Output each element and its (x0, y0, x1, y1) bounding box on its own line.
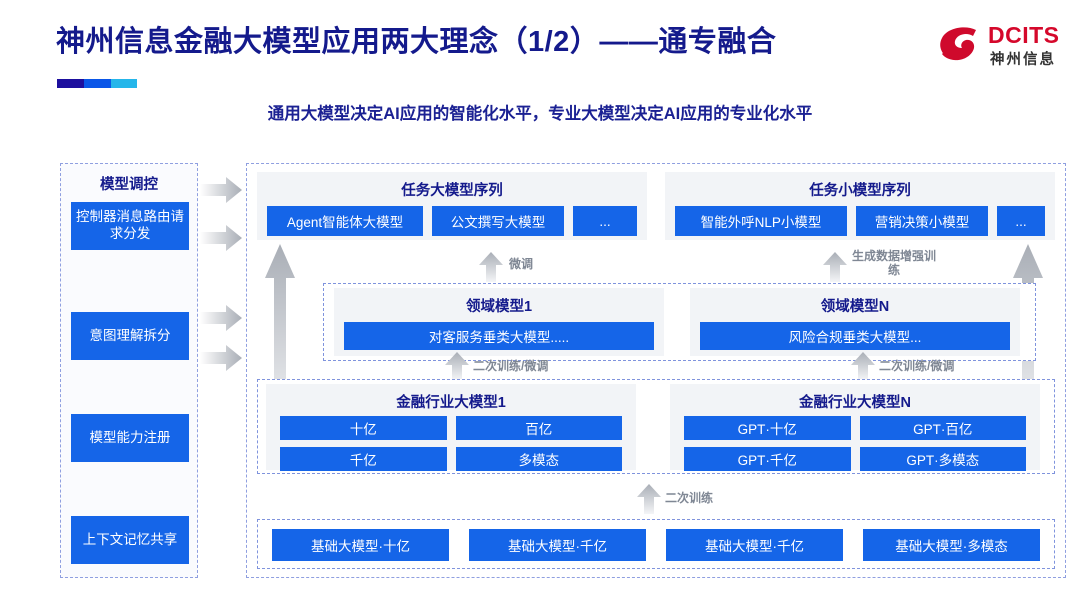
task-small-model-group: 任务小模型序列 智能外呼NLP小模型 营销决策小模型 ... (665, 172, 1055, 240)
flow-arrow-up-retrain-left (445, 352, 469, 380)
flow-arrow-right-4 (200, 345, 242, 371)
chip-task-small-more[interactable]: ... (997, 206, 1045, 236)
chip-industry1-hundred-billion[interactable]: 千亿 (280, 447, 447, 471)
chip-base-hundred-billion-2[interactable]: 基础大模型·千亿 (666, 529, 843, 561)
sidebar-item-capability-registry[interactable]: 模型能力注册 (71, 414, 189, 462)
page-title: 神州信息金融大模型应用两大理念（1/2）——通专融合 (56, 26, 777, 58)
industry-model-n-title: 金融行业大模型N (799, 395, 911, 411)
task-small-model-title: 任务小模型序列 (809, 183, 911, 199)
domain-model-band: 领域模型1 对客服务垂类大模型..... 领域模型N 风险合规垂类大模型... (323, 283, 1036, 361)
chip-outbound-nlp-small-model[interactable]: 智能外呼NLP小模型 (675, 206, 847, 236)
domain-model-1-card: 领域模型1 对客服务垂类大模型..... (334, 288, 664, 356)
architecture-diagram-panel: 任务大模型序列 Agent智能体大模型 公文撰写大模型 ... 任务小模型序列 … (246, 163, 1066, 578)
chip-risk-compliance-vertical-model[interactable]: 风险合规垂类大模型... (700, 322, 1010, 350)
industry-model-1-title: 金融行业大模型1 (396, 395, 506, 411)
accent-segment-2 (84, 79, 111, 88)
sidebar-item-intent-parsing[interactable]: 意图理解拆分 (71, 312, 189, 360)
domain-model-n-title: 领域模型N (820, 299, 890, 315)
chip-industryn-gpt-hundred-billion[interactable]: GPT·千亿 (684, 447, 851, 471)
industry-model-1-chip-grid: 十亿 百亿 千亿 多模态 (266, 412, 636, 479)
domain-model-n-card: 领域模型N 风险合规垂类大模型... (690, 288, 1020, 356)
sidebar-title: 模型调控 (100, 177, 158, 193)
chip-base-billion[interactable]: 基础大模型·十亿 (272, 529, 449, 561)
accent-segment-1 (57, 79, 85, 88)
base-model-band: 基础大模型·十亿 基础大模型·千亿 基础大模型·千亿 基础大模型·多模态 (257, 519, 1055, 569)
logo-chinese-name: 神州信息 (990, 52, 1056, 68)
domain-model-1-title: 领域模型1 (465, 299, 533, 315)
chip-industry1-ten-billion[interactable]: 百亿 (455, 416, 622, 440)
industry-model-band: 金融行业大模型1 十亿 百亿 千亿 多模态 金融行业大模型N GPT·十亿 GP… (257, 379, 1055, 474)
arrow-label-fine-tune: 微调 (509, 257, 534, 271)
chip-document-writing-model[interactable]: 公文撰写大模型 (432, 206, 564, 236)
chip-industryn-gpt-billion[interactable]: GPT·十亿 (684, 416, 851, 440)
chip-industryn-gpt-multimodal[interactable]: GPT·多模态 (859, 447, 1026, 471)
flow-arrow-up-left-long (265, 244, 295, 432)
flow-arrow-right-2 (200, 225, 242, 251)
flow-arrow-right-1 (200, 177, 242, 203)
chip-industry1-multimodal[interactable]: 多模态 (455, 447, 622, 471)
model-control-sidebar: 模型调控 控制器消息路由请求分发 意图理解拆分 模型能力注册 上下文记忆共享 (60, 163, 198, 578)
chip-industry1-billion[interactable]: 十亿 (280, 416, 447, 440)
arrow-label-retrain: 二次训练 (665, 491, 714, 505)
industry-model-n-chip-grid: GPT·十亿 GPT·百亿 GPT·千亿 GPT·多模态 (670, 412, 1040, 479)
logo-wordmark: DCITS (988, 22, 1060, 48)
accent-segment-3 (110, 79, 137, 88)
industry-model-n-card: 金融行业大模型N GPT·十亿 GPT·百亿 GPT·千亿 GPT·多模态 (670, 384, 1040, 471)
page-subtitle: 通用大模型决定AI应用的智能化水平，专业大模型决定AI应用的专业化水平 (267, 105, 813, 123)
arrow-label-data-augment: 生成数据增强训练 (851, 249, 936, 277)
chip-task-large-more[interactable]: ... (573, 206, 637, 236)
chip-base-hundred-billion-1[interactable]: 基础大模型·千亿 (469, 529, 646, 561)
dcits-swirl-icon (940, 27, 976, 61)
chip-agent-large-model[interactable]: Agent智能体大模型 (267, 206, 423, 236)
chip-base-multimodal[interactable]: 基础大模型·多模态 (863, 529, 1040, 561)
title-accent-bar (57, 79, 137, 88)
flow-arrow-up-fine-tune (479, 252, 503, 282)
chip-marketing-decision-small-model[interactable]: 营销决策小模型 (856, 206, 988, 236)
chip-customer-service-vertical-model[interactable]: 对客服务垂类大模型..... (344, 322, 654, 350)
chip-industryn-gpt-ten-billion[interactable]: GPT·百亿 (859, 416, 1026, 440)
dcits-logo: DCITS 神州信息 (936, 20, 1064, 74)
flow-arrow-up-retrain-right (851, 352, 875, 380)
sidebar-item-controller-routing[interactable]: 控制器消息路由请求分发 (71, 202, 189, 250)
arrow-label-retrain-finetune-right: 二次训练/微调 (879, 359, 955, 373)
flow-arrow-up-data-augment (823, 252, 847, 282)
base-model-chip-row: 基础大模型·十亿 基础大模型·千亿 基础大模型·千亿 基础大模型·多模态 (258, 520, 1054, 570)
task-small-model-chip-row: 智能外呼NLP小模型 营销决策小模型 ... (665, 200, 1055, 246)
task-large-model-title: 任务大模型序列 (401, 183, 503, 199)
sidebar-item-context-memory[interactable]: 上下文记忆共享 (71, 516, 189, 564)
domain-model-1-chip-row: 对客服务垂类大模型..... (334, 316, 664, 350)
task-large-model-group: 任务大模型序列 Agent智能体大模型 公文撰写大模型 ... (257, 172, 647, 240)
task-large-model-chip-row: Agent智能体大模型 公文撰写大模型 ... (257, 200, 647, 246)
industry-model-1-card: 金融行业大模型1 十亿 百亿 千亿 多模态 (266, 384, 636, 471)
arrow-label-retrain-finetune-left: 二次训练/微调 (473, 359, 549, 373)
flow-arrow-right-3 (200, 305, 242, 331)
flow-arrow-up-retrain-base (637, 484, 661, 514)
domain-model-n-chip-row: 风险合规垂类大模型... (690, 316, 1020, 350)
